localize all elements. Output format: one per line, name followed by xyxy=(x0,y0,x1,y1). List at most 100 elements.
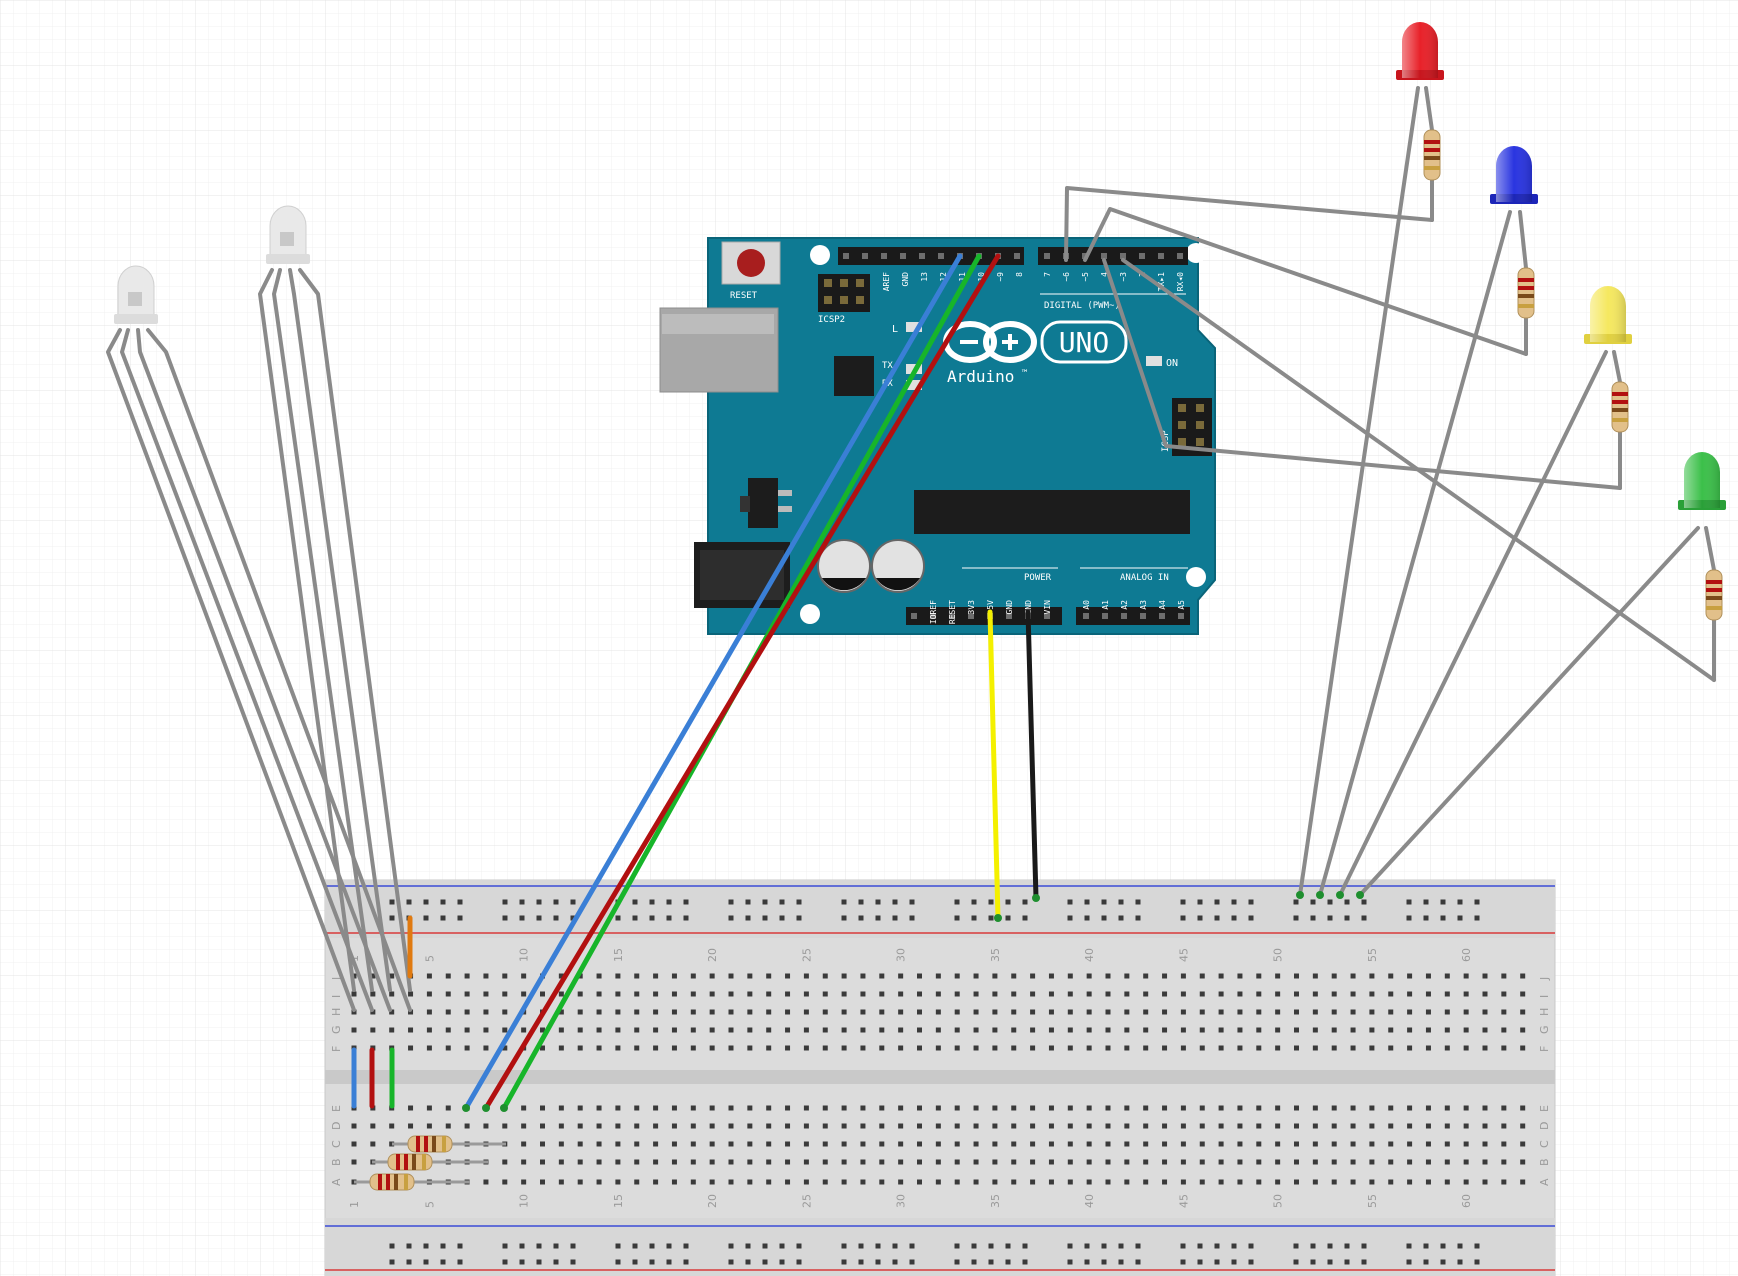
row-letter: E xyxy=(1538,1105,1551,1112)
row-letter: F xyxy=(1538,1046,1551,1052)
column-number-top: 25 xyxy=(800,948,813,962)
arduino-uno-board: UNO Arduino ™ RESET ICSP2 DIGITAL (PWM~)… xyxy=(659,237,1216,635)
icsp2-label: ICSP2 xyxy=(818,315,845,325)
column-number-bottom: 30 xyxy=(895,1194,908,1208)
trademark-label: ™ xyxy=(1021,369,1027,379)
led-green xyxy=(1678,452,1726,510)
column-number-top: 40 xyxy=(1083,948,1096,962)
row-letter: B xyxy=(330,1158,343,1166)
data-wires xyxy=(351,253,1039,1111)
pin-label-digital: ~11 xyxy=(958,272,967,287)
column-number-top: 35 xyxy=(989,948,1002,962)
black-gnd-wire xyxy=(1025,609,1039,901)
row-letter: C xyxy=(330,1140,343,1148)
column-number-top: 15 xyxy=(612,948,625,962)
rgb-led-2 xyxy=(266,205,310,264)
reset-label: RESET xyxy=(730,291,758,301)
pin-label-analog: A1 xyxy=(1101,600,1110,610)
pin-label-power: 5V xyxy=(986,600,995,610)
column-number-bottom: 40 xyxy=(1083,1194,1096,1208)
pin-label-power: GND xyxy=(1005,600,1014,615)
pin-label-gnd: GND xyxy=(901,272,910,287)
column-number-bottom: 10 xyxy=(518,1194,531,1208)
row-letter: B xyxy=(1538,1158,1551,1166)
row-letter: I xyxy=(1538,995,1551,998)
pin-label-digital: ~5 xyxy=(1081,272,1090,282)
red-wire xyxy=(483,253,1001,1111)
row-letter: F xyxy=(330,1046,343,1052)
column-number-bottom: 45 xyxy=(1177,1194,1190,1208)
row-letter: E xyxy=(330,1105,343,1112)
breadboard: 1155101015152020252530303535404045455050… xyxy=(324,879,1556,1276)
column-number-bottom: 55 xyxy=(1366,1194,1379,1208)
pin-label-analog: A0 xyxy=(1082,600,1091,610)
column-number-bottom: 50 xyxy=(1272,1194,1285,1208)
row-letter: H xyxy=(1538,1008,1551,1016)
row-letter: J xyxy=(1538,977,1551,981)
pin-label-power: GND xyxy=(1024,600,1033,615)
analog-in-label: ANALOG IN xyxy=(1120,573,1169,583)
row-letter: G xyxy=(1538,1025,1551,1034)
pin-label-power: RESET xyxy=(948,600,957,624)
capacitor xyxy=(817,539,871,593)
pin-label-power: IOREF xyxy=(929,600,938,624)
gray-wires xyxy=(106,86,1716,1012)
column-number-bottom: 5 xyxy=(423,1201,436,1208)
column-number-top: 30 xyxy=(895,948,908,962)
pin-label-digital: 12 xyxy=(939,272,948,282)
resistor xyxy=(407,1135,453,1153)
row-letter: A xyxy=(330,1178,343,1186)
led-blue xyxy=(1490,146,1538,204)
yellow-5v-wire xyxy=(987,609,1001,921)
row-letter: J xyxy=(330,977,343,981)
row-letter: I xyxy=(330,995,343,998)
capacitor xyxy=(871,539,925,593)
pin-label-digital: 4 xyxy=(1100,272,1109,277)
resistor xyxy=(369,1173,415,1191)
row-letter: D xyxy=(1538,1122,1551,1130)
pin-label-analog: A5 xyxy=(1177,600,1186,610)
column-number-bottom: 15 xyxy=(612,1194,625,1208)
resistor xyxy=(1705,569,1723,621)
pin-label-digital: 8 xyxy=(1015,272,1024,277)
pin-label-aref: AREF xyxy=(882,272,891,291)
power-label: POWER xyxy=(1024,573,1052,583)
pin-label-digital: RX◂0 xyxy=(1176,272,1185,291)
tx-led-label: TX xyxy=(882,361,893,371)
pin-label-power: 3V3 xyxy=(967,600,976,615)
board-model-label: UNO xyxy=(1059,326,1110,359)
led-yellow xyxy=(1584,286,1632,344)
column-number-bottom: 1 xyxy=(348,1201,361,1208)
digital-pwm-label: DIGITAL (PWM~) xyxy=(1044,301,1120,311)
column-number-top: 50 xyxy=(1272,948,1285,962)
column-number-bottom: 60 xyxy=(1460,1194,1473,1208)
pin-label-digital: ~6 xyxy=(1062,272,1071,282)
column-number-bottom: 35 xyxy=(989,1194,1002,1208)
column-number-top: 20 xyxy=(706,948,719,962)
pin-label-digital: 7 xyxy=(1043,272,1052,277)
led-resistors xyxy=(1423,129,1723,621)
pin-label-digital: 13 xyxy=(920,272,929,282)
atmega-chip xyxy=(914,490,1190,534)
row-letter: G xyxy=(330,1025,343,1034)
pin-label-analog: A4 xyxy=(1158,600,1167,610)
pin-label-analog: A3 xyxy=(1139,600,1148,610)
l-led-label: L xyxy=(892,324,898,335)
reset-button[interactable] xyxy=(721,241,781,285)
blue-wire xyxy=(463,253,963,1111)
breadboard-resistors xyxy=(354,1135,506,1191)
resistor xyxy=(387,1153,433,1171)
row-letter: D xyxy=(330,1122,343,1130)
pin-label-digital: ~3 xyxy=(1119,272,1128,282)
column-number-top: 10 xyxy=(518,948,531,962)
column-number-top: 60 xyxy=(1460,948,1473,962)
arduino-brand-label: Arduino xyxy=(947,367,1014,386)
row-letter: C xyxy=(1538,1140,1551,1148)
column-number-bottom: 20 xyxy=(706,1194,719,1208)
pin-label-analog: A2 xyxy=(1120,600,1129,610)
led-red xyxy=(1396,22,1444,80)
row-letter: A xyxy=(1538,1178,1551,1186)
pin-label-digital: TX▸1 xyxy=(1157,272,1166,291)
resistor xyxy=(1517,267,1535,319)
